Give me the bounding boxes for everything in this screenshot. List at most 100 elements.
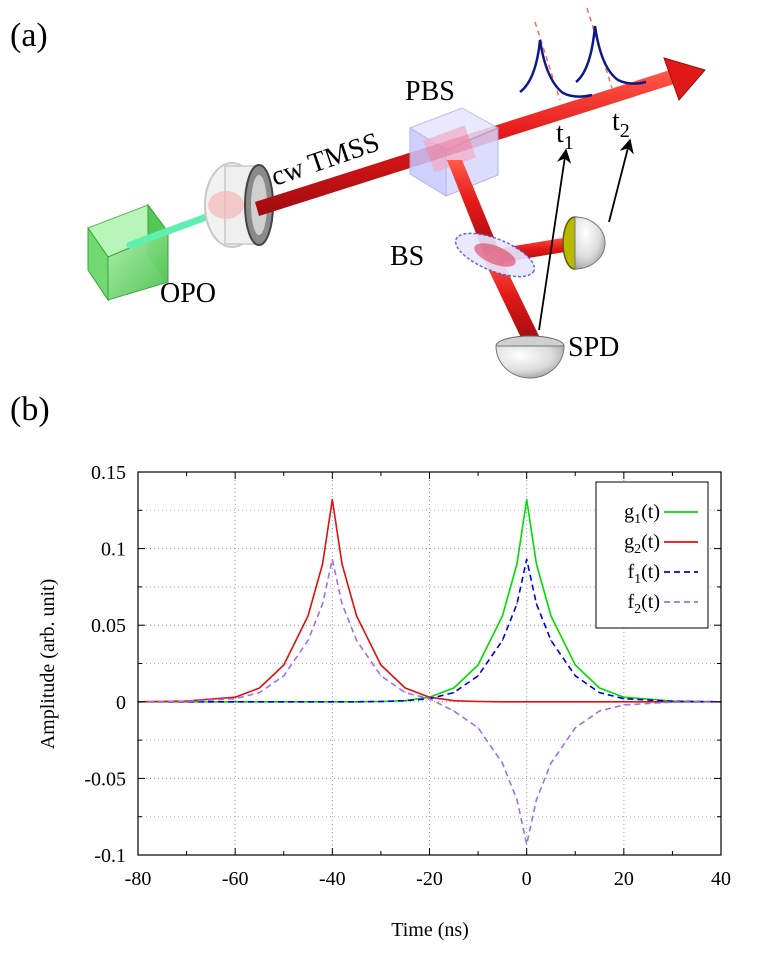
reflected-beam: [447, 160, 500, 256]
data-point-g1: [501, 615, 503, 617]
data-point-f2: [380, 675, 382, 677]
data-point-g2: [501, 701, 503, 703]
opo-label: OPO: [160, 278, 216, 309]
data-point-g2: [258, 687, 261, 689]
data-point-f2: [550, 762, 552, 764]
data-point-f2: [535, 799, 537, 801]
data-point-g2: [623, 701, 625, 703]
t1-label: t1: [556, 118, 574, 154]
data-point-f2: [428, 698, 431, 700]
chart-legend: g1(t) g2(t) f1(t) f2(t): [595, 481, 709, 629]
t1-arrow: [538, 148, 572, 331]
data-point-g1: [453, 687, 455, 689]
data-point-f2: [453, 710, 455, 712]
data-point-g2: [322, 563, 324, 565]
opo-crystal: [87, 203, 169, 302]
legend-label-g1: g1(t): [624, 501, 660, 527]
bs-reflected-beam: [483, 256, 540, 342]
pulse-t1: [519, 39, 593, 98]
data-point-f1: [234, 701, 236, 703]
pbs-label: PBS: [405, 76, 455, 107]
data-point-g2: [526, 701, 528, 703]
x-tick-label: 20: [614, 868, 634, 890]
data-point-f1: [501, 639, 503, 642]
t2-label: t2: [612, 106, 630, 142]
bs-element: [454, 232, 536, 278]
y-tick-label: -0.1: [94, 845, 126, 867]
data-point-g1: [477, 664, 479, 666]
data-point-f1: [550, 639, 552, 642]
data-point-f1: [598, 692, 601, 694]
data-point-f2: [283, 675, 285, 677]
data-point-g1: [574, 664, 576, 666]
data-point-g1: [598, 687, 601, 689]
bs-label: BS: [390, 241, 424, 272]
data-point-g2: [535, 701, 537, 703]
data-point-f1: [322, 701, 324, 703]
panel-b-label: (b): [10, 391, 50, 428]
y-tick-label: 0.1: [101, 539, 126, 561]
t2-marker-line: [586, 7, 613, 89]
data-point-f2: [404, 692, 406, 694]
x-tick-label: -20: [416, 868, 443, 890]
data-point-g2: [428, 696, 431, 698]
data-point-g2: [283, 664, 285, 666]
data-point-g2: [574, 701, 576, 703]
pump-beam: [126, 208, 224, 249]
spd-right-detector: [562, 216, 606, 270]
x-tick-label: 0: [522, 868, 532, 890]
data-point-f2: [501, 762, 503, 764]
data-point-g2: [516, 701, 518, 703]
data-point-f2: [307, 639, 309, 642]
data-point-g2: [453, 700, 455, 702]
data-point-g2: [356, 615, 358, 617]
data-point-g1: [516, 563, 518, 565]
y-tick-label: 0: [116, 692, 126, 714]
data-point-f2: [623, 704, 625, 706]
data-point-f1: [574, 675, 576, 677]
y-tick-label: 0.05: [91, 615, 126, 637]
t1-marker-line: [534, 21, 561, 101]
pulse-t2: [575, 25, 647, 85]
data-point-f1: [526, 558, 528, 560]
data-point-f1: [341, 701, 343, 703]
data-point-f2: [331, 558, 333, 560]
data-point-g2: [234, 696, 236, 698]
data-point-g2: [598, 701, 601, 703]
spd-bottom-detector: [495, 335, 565, 379]
data-point-g1: [623, 696, 625, 698]
data-point-g2: [550, 701, 552, 703]
opo-mirror-mount: [204, 162, 274, 248]
data-point-f1: [623, 698, 625, 700]
data-point-f2: [234, 698, 236, 700]
spd-label: SPD: [568, 332, 619, 363]
y-tick-label: 0.15: [91, 462, 126, 484]
data-point-g2: [477, 700, 479, 703]
legend-box: [595, 481, 709, 629]
data-point-f2: [356, 639, 358, 642]
data-point-f1: [258, 701, 261, 703]
data-point-f1: [477, 675, 479, 677]
y-tick-label: -0.05: [84, 768, 126, 790]
data-point-f1: [331, 701, 333, 703]
data-point-g1: [535, 563, 537, 565]
data-point-f1: [283, 701, 285, 703]
data-point-g1: [550, 615, 552, 617]
data-point-f2: [477, 727, 479, 729]
legend-label-g2: g2(t): [624, 531, 660, 557]
legend-label-f1: f1(t): [627, 561, 660, 587]
data-point-g2: [341, 563, 343, 565]
data-point-f1: [356, 701, 358, 703]
data-point-g2: [380, 664, 382, 666]
data-point-g2: [307, 615, 309, 617]
x-tick-label: -80: [125, 868, 152, 890]
x-tick-label: -60: [222, 868, 249, 890]
data-point-f2: [516, 799, 518, 801]
data-point-f2: [526, 843, 528, 845]
data-point-f2: [574, 727, 576, 729]
x-tick-label: 40: [711, 868, 731, 890]
legend-label-f2: f2(t): [627, 591, 660, 617]
data-point-g2: [404, 687, 406, 689]
